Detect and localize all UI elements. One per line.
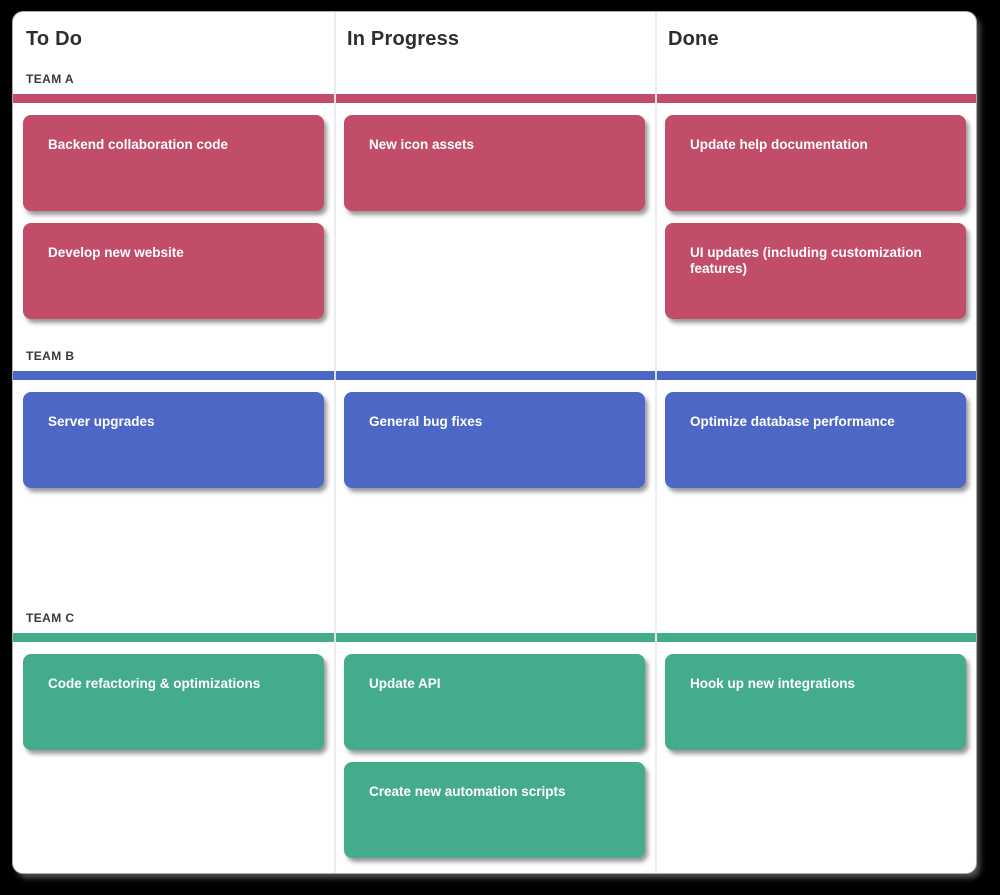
kanban-card[interactable]: Backend collaboration code xyxy=(23,115,324,211)
kanban-card[interactable]: Update API xyxy=(344,654,645,750)
column-header-to-do: To Do xyxy=(26,28,83,50)
lane-cell-to-do: Code refactoring & optimizations xyxy=(13,642,334,858)
column-header-in-progress: In Progress xyxy=(347,28,460,50)
lane-color-bar xyxy=(13,633,976,642)
lane-label-team-c: TEAM C xyxy=(26,611,75,625)
lane-cell-in-progress: General bug fixes xyxy=(334,380,655,488)
kanban-card[interactable]: Code refactoring & optimizations xyxy=(23,654,324,750)
column-headers-row: To Do In Progress Done xyxy=(13,12,976,72)
kanban-card[interactable]: Optimize database performance xyxy=(665,392,966,488)
lane-cell-in-progress: New icon assets xyxy=(334,103,655,319)
lane-label-team-a: TEAM A xyxy=(26,72,74,86)
kanban-card[interactable]: Develop new website xyxy=(23,223,324,319)
column-divider xyxy=(333,12,336,873)
lane-cell-to-do: Server upgrades xyxy=(13,380,334,488)
column-header-done: Done xyxy=(668,28,719,50)
lane-color-bar xyxy=(13,371,976,380)
lane-color-bar xyxy=(13,94,976,103)
kanban-card[interactable]: General bug fixes xyxy=(344,392,645,488)
lane-cell-in-progress: Update API Create new automation scripts xyxy=(334,642,655,858)
lane-label-team-b: TEAM B xyxy=(26,349,75,363)
kanban-card[interactable]: New icon assets xyxy=(344,115,645,211)
kanban-card[interactable]: Hook up new integrations xyxy=(665,654,966,750)
kanban-card[interactable]: Create new automation scripts xyxy=(344,762,645,858)
lane-cell-done: Update help documentation UI updates (inc… xyxy=(655,103,976,319)
kanban-card[interactable]: UI updates (including customization feat… xyxy=(665,223,966,319)
kanban-board: To Do In Progress Done TEAM A Backend colla… xyxy=(13,12,976,873)
kanban-card[interactable]: Server upgrades xyxy=(23,392,324,488)
lane-cell-done: Optimize database performance xyxy=(655,380,976,488)
lane-cell-done: Hook up new integrations xyxy=(655,642,976,858)
column-divider xyxy=(654,12,657,873)
kanban-card[interactable]: Update help documentation xyxy=(665,115,966,211)
